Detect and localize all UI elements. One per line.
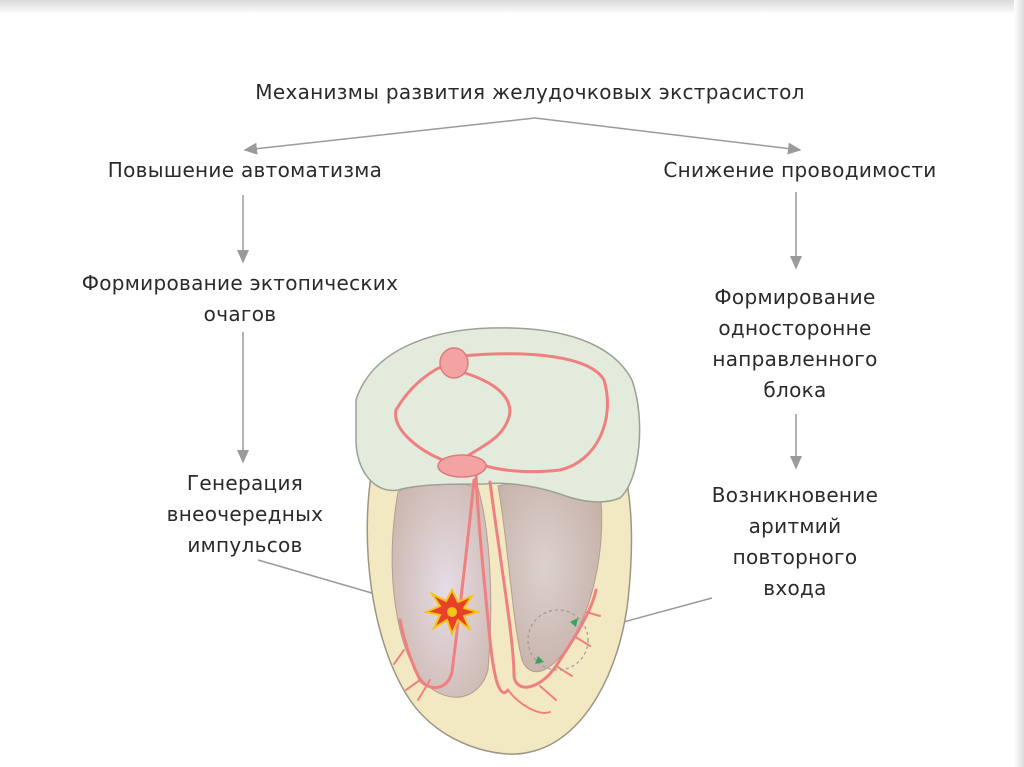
arrow-title-to-left (243, 117, 536, 155)
right-step2-label: Возникновение аритмий повторного входа (650, 480, 940, 604)
left-step1-line: Формирование эктопических (81, 271, 399, 295)
right-step1-line: односторонне (718, 316, 872, 340)
right-branch-heading: Снижение проводимости (663, 158, 937, 182)
conduction-system (393, 352, 609, 714)
arrow-title-to-right (534, 117, 802, 155)
right-step2-line: повторного (732, 545, 858, 569)
internodal-path-left (394, 360, 454, 464)
atria (355, 327, 641, 503)
atrioventricular-node (437, 454, 487, 478)
his-bundle (474, 472, 510, 694)
slide-right-shadow (1014, 0, 1024, 767)
sinoatrial-node (439, 347, 469, 379)
right-step1-line: Формирование (714, 285, 876, 309)
reentry-mark-upper (570, 618, 578, 627)
internodal-path-mid (460, 370, 512, 462)
reentry-mark-lower (535, 656, 544, 664)
left-step2-line: Генерация (186, 471, 304, 495)
right-step2-line: входа (763, 576, 827, 600)
left-branch-heading: Повышение автоматизма (107, 158, 383, 182)
right-step2-line: аритмий (748, 514, 842, 538)
right-step2-line: Возникновение (711, 483, 879, 507)
reentry-loop (527, 609, 589, 671)
right-step1-line: блока (763, 378, 827, 402)
left-step1-line: очагов (203, 302, 277, 326)
right-step1-label: Формирование односторонне направленного … (650, 282, 940, 406)
right-step1-line: направленного (712, 347, 878, 371)
left-step2-label: Генерация внеочередных импульсов (130, 468, 360, 561)
purkinje-left (398, 618, 422, 682)
diagram-title: Механизмы развития желудочковых экстраси… (255, 80, 805, 104)
heart-illustration (355, 327, 641, 755)
left-step2-line: внеочередных (166, 502, 324, 526)
internodal-path-right (460, 352, 609, 474)
left-bundle-branch (418, 478, 476, 689)
left-step2-line: импульсов (187, 533, 303, 557)
ectopic-focus-core (447, 607, 457, 617)
slide-top-shadow (0, 0, 1024, 14)
left-step1-label: Формирование эктопических очагов (40, 268, 440, 330)
right-bundle-branch (488, 480, 598, 689)
